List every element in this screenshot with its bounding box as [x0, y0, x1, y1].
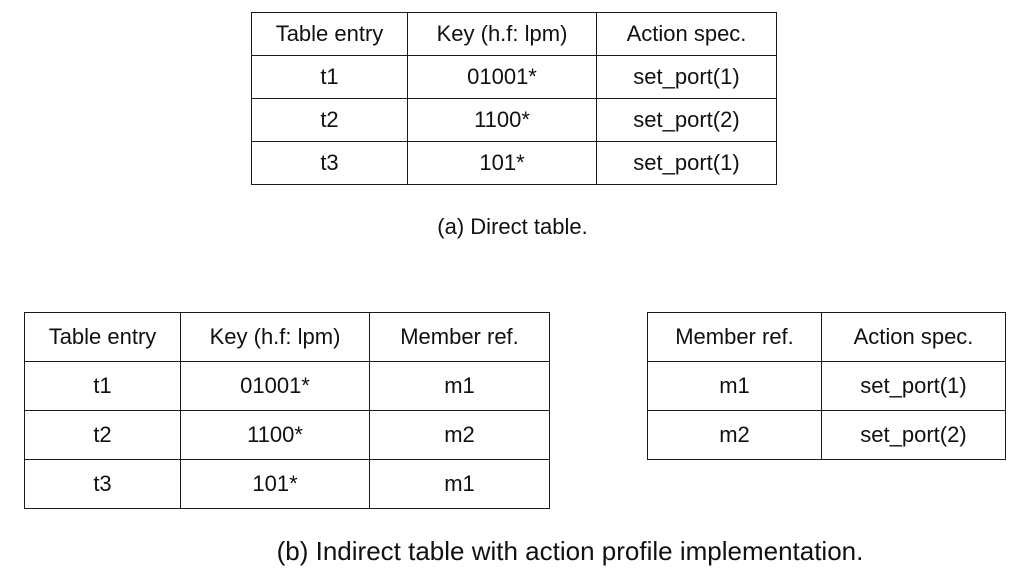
table-row: t3 101* m1 — [24, 459, 550, 509]
header-table-entry: Table entry — [24, 312, 181, 362]
key-cell: 101* — [180, 459, 370, 509]
action-spec-cell: set_port(1) — [596, 141, 777, 185]
table-header-row: Table entry Key (h.f: lpm) Member ref. — [24, 312, 550, 362]
action-spec-cell: set_port(1) — [596, 55, 777, 99]
table-entry-cell: t1 — [251, 55, 408, 99]
table-entry-cell: t1 — [24, 361, 181, 411]
table-row: t2 1100* set_port(2) — [251, 98, 777, 142]
key-cell: 101* — [407, 141, 597, 185]
table-row: t1 01001* set_port(1) — [251, 55, 777, 99]
header-key: Key (h.f: lpm) — [407, 12, 597, 56]
action-spec-cell: set_port(2) — [596, 98, 777, 142]
header-action-spec: Action spec. — [596, 12, 777, 56]
header-action-spec: Action spec. — [821, 312, 1006, 362]
caption-direct-table: (a) Direct table. — [437, 214, 588, 239]
key-cell: 1100* — [407, 98, 597, 142]
table-entry-cell: t2 — [251, 98, 408, 142]
table-row: t1 01001* m1 — [24, 361, 550, 411]
direct-table: Table entry Key (h.f: lpm) Action spec. … — [251, 12, 777, 185]
member-ref-cell: m2 — [647, 410, 822, 460]
table-header-row: Table entry Key (h.f: lpm) Action spec. — [251, 12, 777, 56]
table-header-row: Member ref. Action spec. — [647, 312, 1006, 362]
header-member-ref: Member ref. — [369, 312, 550, 362]
member-ref-cell: m1 — [647, 361, 822, 411]
action-profile-table: Member ref. Action spec. m1 set_port(1) … — [647, 312, 1006, 460]
table-row: t2 1100* m2 — [24, 410, 550, 460]
table-entry-cell: t3 — [251, 141, 408, 185]
caption-indirect-table: (b) Indirect table with action profile i… — [276, 536, 864, 566]
header-table-entry: Table entry — [251, 12, 408, 56]
table-row: m1 set_port(1) — [647, 361, 1006, 411]
table-row: t3 101* set_port(1) — [251, 141, 777, 185]
table-entry-cell: t3 — [24, 459, 181, 509]
action-spec-cell: set_port(2) — [821, 410, 1006, 460]
action-spec-cell: set_port(1) — [821, 361, 1006, 411]
header-member-ref: Member ref. — [647, 312, 822, 362]
member-ref-cell: m2 — [369, 410, 550, 460]
table-row: m2 set_port(2) — [647, 410, 1006, 460]
member-ref-cell: m1 — [369, 361, 550, 411]
header-key: Key (h.f: lpm) — [180, 312, 370, 362]
key-cell: 1100* — [180, 410, 370, 460]
key-cell: 01001* — [407, 55, 597, 99]
table-entry-cell: t2 — [24, 410, 181, 460]
member-ref-cell: m1 — [369, 459, 550, 509]
key-cell: 01001* — [180, 361, 370, 411]
indirect-table: Table entry Key (h.f: lpm) Member ref. t… — [24, 312, 550, 509]
